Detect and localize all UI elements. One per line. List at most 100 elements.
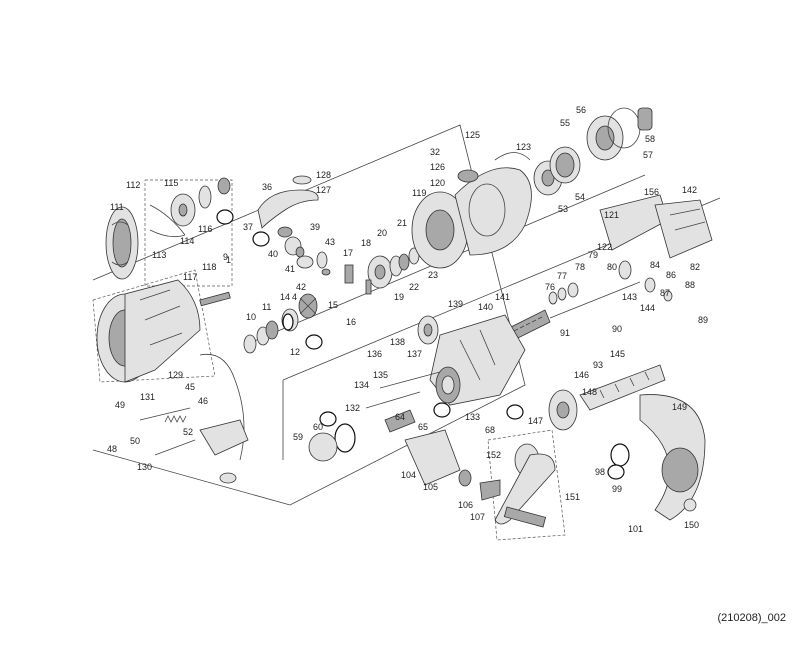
part-label-145: 145 bbox=[610, 349, 625, 359]
bail-arm-127 bbox=[257, 189, 319, 229]
part-label-120: 120 bbox=[430, 178, 445, 188]
oscillation-parts bbox=[404, 429, 501, 501]
spring-131 bbox=[139, 407, 191, 421]
part-label-43: 43 bbox=[325, 237, 335, 247]
spool-assembly bbox=[105, 177, 231, 280]
rotor-120 bbox=[454, 167, 532, 256]
part-label-126: 126 bbox=[430, 162, 445, 172]
part-label-56: 56 bbox=[576, 105, 586, 115]
part-label-49: 49 bbox=[115, 400, 125, 410]
part-label-130: 130 bbox=[137, 462, 152, 472]
part-label-20: 20 bbox=[377, 228, 387, 238]
part-label-134: 134 bbox=[354, 380, 369, 390]
pinion-parts bbox=[243, 293, 318, 354]
part-label-23: 23 bbox=[428, 270, 438, 280]
part-label-107: 107 bbox=[470, 512, 485, 522]
part-label-32: 32 bbox=[430, 147, 440, 157]
body-cover-142 bbox=[654, 199, 713, 259]
part-label-128: 128 bbox=[316, 170, 331, 180]
part-label-119: 119 bbox=[412, 188, 426, 198]
part-label-151: 151 bbox=[565, 492, 580, 502]
part-107 bbox=[479, 479, 501, 501]
diagram-code: (210208)_002 bbox=[717, 612, 786, 624]
part-label-138: 138 bbox=[390, 337, 405, 347]
rotor-assembly bbox=[96, 279, 231, 383]
part-label-146: 146 bbox=[574, 370, 589, 380]
part-label-36: 36 bbox=[262, 182, 272, 192]
part-label-91: 91 bbox=[560, 328, 570, 338]
part-label-10: 10 bbox=[246, 312, 256, 322]
part-label-77: 77 bbox=[557, 271, 567, 281]
part-label-54: 54 bbox=[575, 192, 585, 202]
part-label-79: 79 bbox=[588, 250, 598, 260]
part-label-114: 114 bbox=[180, 236, 194, 246]
part-label-11: 11 bbox=[262, 302, 271, 312]
part-label-106: 106 bbox=[458, 500, 473, 510]
bail-parts bbox=[257, 175, 331, 276]
part-label-132: 132 bbox=[345, 403, 360, 413]
part-label-40: 40 bbox=[268, 249, 278, 259]
part-label-104: 104 bbox=[401, 470, 416, 480]
side-plate-parts bbox=[599, 194, 713, 302]
part-label-46: 46 bbox=[198, 396, 208, 406]
part-label-112: 112 bbox=[126, 180, 140, 190]
rotor-nut-parts bbox=[344, 247, 420, 295]
circled-callouts bbox=[216, 209, 625, 480]
part-label-53: 53 bbox=[558, 204, 568, 214]
screw-128 bbox=[292, 175, 312, 185]
lower-shafts bbox=[308, 371, 441, 462]
part-label-111: 111 bbox=[110, 202, 124, 212]
part-label-22: 22 bbox=[409, 282, 419, 292]
part-label-48: 48 bbox=[107, 444, 117, 454]
handle-arm bbox=[494, 453, 556, 525]
part-label-131: 131 bbox=[140, 392, 155, 402]
handle-shaft-148 bbox=[579, 364, 666, 411]
part-130 bbox=[154, 439, 196, 456]
part-label-143: 143 bbox=[622, 292, 637, 302]
part-label-129: 129 bbox=[168, 370, 183, 380]
part-label-99: 99 bbox=[612, 484, 622, 494]
part-label-58: 58 bbox=[645, 134, 655, 144]
part-label-9: 9 bbox=[223, 252, 228, 262]
screw-150 bbox=[683, 498, 697, 512]
part-label-82: 82 bbox=[690, 262, 700, 272]
gear-handle-side bbox=[548, 364, 706, 521]
part-label-141: 141 bbox=[495, 292, 510, 302]
part-label-118: 118 bbox=[202, 262, 216, 272]
part-labels: 1 4 6 9 10 11 12 13 14 15 16 17 18 19 20… bbox=[107, 105, 708, 534]
part-label-86: 86 bbox=[666, 270, 676, 280]
part-label-127: 127 bbox=[316, 185, 331, 195]
part-label-113: 113 bbox=[152, 250, 166, 260]
part-label-52: 52 bbox=[183, 427, 193, 437]
part-label-14: 14 bbox=[280, 292, 290, 302]
part-label-116: 116 bbox=[198, 224, 212, 234]
line-roller-parts bbox=[494, 107, 653, 196]
part-label-152: 152 bbox=[486, 450, 501, 460]
bearing-61-right bbox=[610, 443, 630, 467]
part-label-87: 87 bbox=[660, 288, 670, 298]
part-label-15: 15 bbox=[328, 300, 338, 310]
part-label-156: 156 bbox=[644, 187, 659, 197]
part-label-121: 121 bbox=[604, 210, 619, 220]
part-label-19: 19 bbox=[394, 292, 404, 302]
part-label-50: 50 bbox=[130, 436, 140, 446]
bail-wire-123 bbox=[494, 152, 531, 161]
part-label-65: 65 bbox=[418, 422, 428, 432]
part-label-84: 84 bbox=[650, 260, 660, 270]
part-label-137: 137 bbox=[407, 349, 422, 359]
part-label-37: 37 bbox=[243, 222, 253, 232]
part-label-149: 149 bbox=[672, 402, 687, 412]
part-label-123: 123 bbox=[516, 142, 531, 152]
part-label-80: 80 bbox=[607, 262, 617, 272]
part-label-125: 125 bbox=[465, 130, 480, 140]
cap-58 bbox=[637, 107, 653, 131]
part-label-12: 12 bbox=[290, 347, 300, 357]
part-label-93: 93 bbox=[593, 360, 603, 370]
part-label-142: 142 bbox=[682, 185, 697, 195]
part-label-57: 57 bbox=[643, 150, 653, 160]
anti-reverse-parts bbox=[139, 353, 249, 484]
bearing-61-left bbox=[334, 423, 356, 453]
oscillating-slider-104 bbox=[404, 429, 461, 486]
spool-shaft-pin bbox=[199, 291, 231, 307]
